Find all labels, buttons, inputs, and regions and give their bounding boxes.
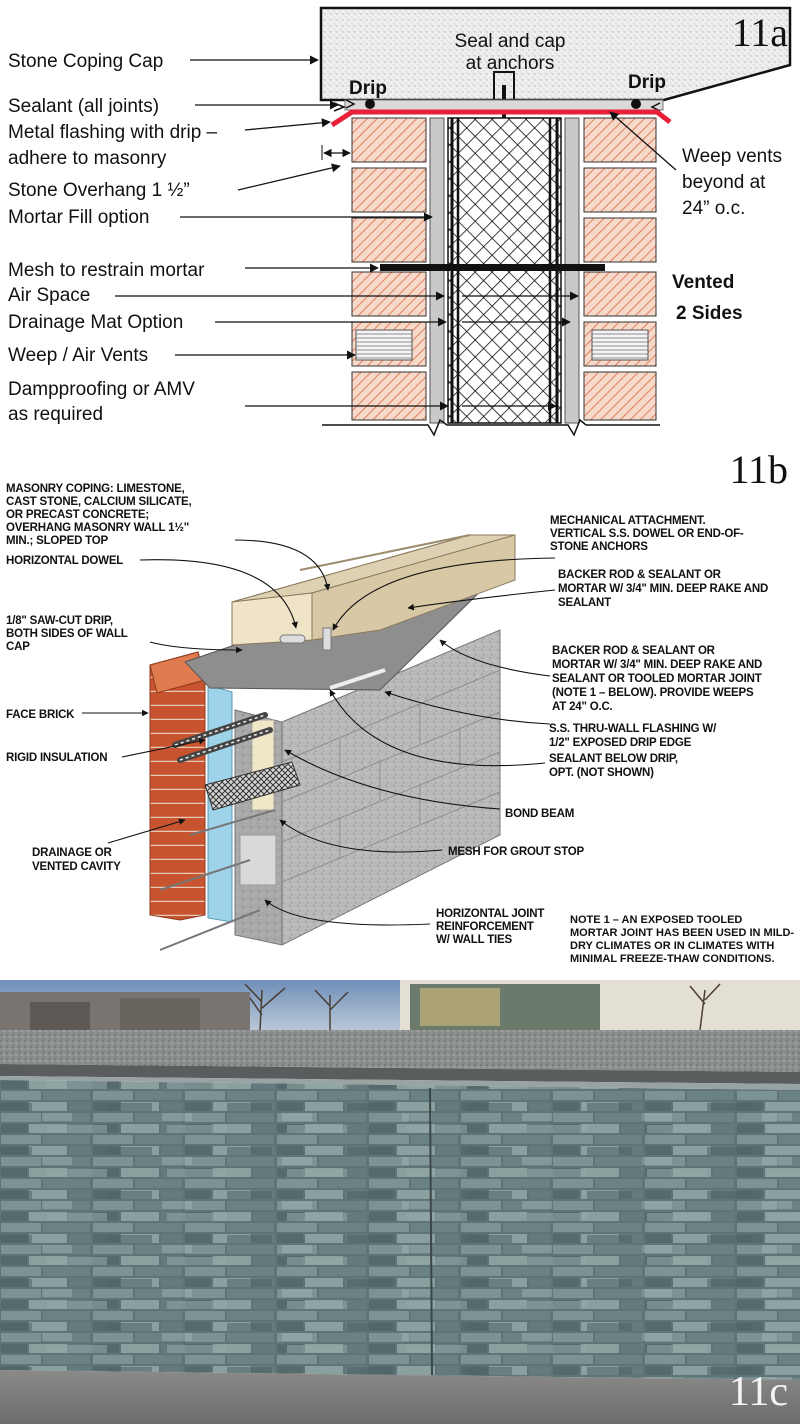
- label-stone-coping-cap: Stone Coping Cap: [8, 51, 163, 72]
- granite-coping: [0, 1030, 800, 1072]
- pavement: [0, 1370, 800, 1424]
- figure-tag-11c: 11c: [729, 1369, 788, 1415]
- brick-wythe-right: [583, 117, 657, 421]
- label-mesh-grout-stop: MESH FOR GROUT STOP: [448, 846, 584, 858]
- isometric-detail-11b: MASONRY COPING: LIMESTONE, CAST STONE, C…: [0, 440, 800, 980]
- backer-rod-right: [631, 99, 641, 109]
- label-backer2-1: BACKER ROD & SEALANT OR: [552, 645, 716, 657]
- label-sealant: Sealant (all joints): [8, 96, 159, 117]
- label-seal-cap-1: Seal and cap: [455, 31, 566, 52]
- label-dampproofing-1: Dampproofing or AMV: [8, 379, 195, 400]
- label-drip-right: Drip: [628, 72, 666, 93]
- label-flashing-1: S.S. THRU-WALL FLASHING W/: [549, 723, 717, 735]
- label-face-brick: FACE BRICK: [6, 709, 75, 721]
- weep-vent-right: [591, 329, 649, 361]
- label-backer2-2: MORTAR W/ 3/4" MIN. DEEP RAKE AND: [552, 659, 762, 671]
- label-weep-beyond-3: 24” o.c.: [682, 198, 745, 219]
- label-rigid-insulation: RIGID INSULATION: [6, 752, 107, 764]
- label-backer1-1: BACKER ROD & SEALANT OR: [558, 569, 722, 581]
- label-vented-1: Vented: [672, 272, 734, 293]
- section-detail-11a: Stone Coping Cap Seal and cap at anchors…: [0, 0, 800, 440]
- label-drainage-2: VENTED CAVITY: [32, 861, 121, 873]
- metal-flashing: [330, 109, 672, 128]
- label-flashing-2: 1/2" EXPOSED DRIP EDGE: [549, 737, 692, 749]
- label-drainage-1: DRAINAGE OR: [32, 847, 112, 859]
- label-mesh-restrain: Mesh to restrain mortar: [8, 260, 205, 281]
- label-horizontal-joint-3: W/ WALL TIES: [436, 934, 512, 946]
- label-backer2-3: SEALANT OR TOOLED MORTAR JOINT: [552, 673, 762, 685]
- note-1-line-3: DRY CLIMATES OR IN CLIMATES WITH: [570, 940, 774, 952]
- label-seal-cap-2: at anchors: [466, 53, 555, 74]
- stone-coping-cap: [319, 6, 792, 102]
- grout-stop-mesh: [204, 761, 301, 811]
- label-drainage-mat: Drainage Mat Option: [8, 312, 183, 333]
- label-dampproofing-2: as required: [8, 404, 103, 425]
- bare-trees: [244, 983, 721, 1031]
- mesh-restraint-bar: [380, 264, 605, 271]
- isometric-drawing: MASONRY COPING: LIMESTONE, CAST STONE, C…: [6, 447, 794, 965]
- label-masonry-coping-1: MASONRY COPING: LIMESTONE,: [6, 483, 185, 495]
- label-masonry-coping-2: CAST STONE, CALCIUM SILICATE,: [6, 496, 191, 508]
- label-masonry-coping-4: OVERHANG MASONRY WALL 1½": [6, 522, 189, 534]
- label-masonry-coping-5: MIN.; SLOPED TOP: [6, 535, 109, 547]
- label-backer2-5: AT 24" O.C.: [552, 701, 613, 713]
- note-1-line-2: MORTAR JOINT HAS BEEN USED IN MILD-: [570, 927, 794, 939]
- label-mechanical-3: STONE ANCHORS: [550, 541, 648, 553]
- label-horizontal-joint-1: HORIZONTAL JOINT: [436, 908, 544, 920]
- section-drawing: Stone Coping Cap Seal and cap at anchors…: [8, 6, 792, 437]
- label-mortar-fill: Mortar Fill option: [8, 207, 150, 228]
- backer-rod-left: [365, 99, 375, 109]
- label-sealant-below-1: SEALANT BELOW DRIP,: [549, 753, 678, 765]
- label-weep-beyond-1: Weep vents: [682, 146, 782, 167]
- figure-tag-11a: 11a: [732, 10, 789, 55]
- label-backer1-3: SEALANT: [558, 597, 611, 609]
- note-1-line-4: MINIMAL FREEZE-THAW CONDITIONS.: [570, 953, 775, 965]
- stone-coping-photo: 11c: [0, 980, 800, 1424]
- label-weep-beyond-2: beyond at: [682, 172, 766, 193]
- label-backer1-2: MORTAR W/ 3/4" MIN. DEEP RAKE AND: [558, 583, 768, 595]
- label-sawcut-2: BOTH SIDES OF WALL: [6, 628, 128, 640]
- label-horizontal-dowel: HORIZONTAL DOWEL: [6, 555, 123, 567]
- label-mechanical-1: MECHANICAL ATTACHMENT.: [550, 515, 706, 527]
- label-backer2-4: (NOTE 1 – BELOW). PROVIDE WEEPS: [552, 687, 754, 699]
- figure-tag-11b: 11b: [729, 447, 788, 492]
- label-masonry-coping-3: OR PRECAST CONCRETE;: [6, 509, 149, 521]
- label-stone-overhang: Stone Overhang 1 ½”: [8, 180, 190, 201]
- sealant-joint: [344, 99, 664, 111]
- weep-vent-left: [355, 329, 413, 361]
- label-sawcut-1: 1/8" SAW-CUT DRIP,: [6, 615, 113, 627]
- note-1-line-1: NOTE 1 – AN EXPOSED TOOLED: [570, 914, 742, 926]
- label-sawcut-3: CAP: [6, 641, 30, 653]
- label-weep-vents: Weep / Air Vents: [8, 345, 148, 366]
- label-sealant-below-2: OPT. (NOT SHOWN): [549, 767, 654, 779]
- label-air-space: Air Space: [8, 285, 90, 306]
- label-drip-left: Drip: [349, 78, 387, 99]
- label-mechanical-2: VERTICAL S.S. DOWEL OR END-OF-: [550, 528, 744, 540]
- label-vented-2: 2 Sides: [676, 303, 743, 324]
- label-bond-beam: BOND BEAM: [505, 808, 574, 820]
- label-flashing-1: Metal flashing with drip –: [8, 122, 218, 143]
- label-horizontal-joint-2: REINFORCEMENT: [436, 921, 534, 933]
- label-flashing-2: adhere to masonry: [8, 148, 167, 169]
- photo-11c: 11c: [0, 980, 800, 1424]
